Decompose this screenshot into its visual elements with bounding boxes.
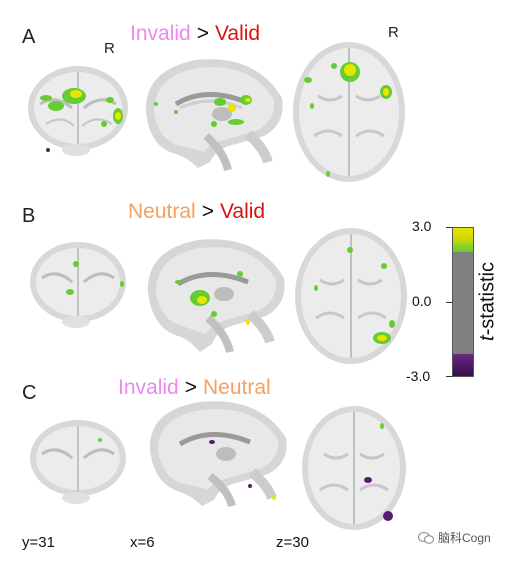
- watermark: 脑科Cogn: [418, 529, 491, 546]
- title-c-left: Invalid: [118, 376, 179, 399]
- colorbar-tick-bottom: [446, 376, 452, 377]
- colorbar-tick-top: [446, 227, 452, 228]
- title-a-right: Valid: [214, 22, 261, 45]
- title-b-right: Valid: [219, 200, 266, 223]
- panel-b-title: Neutral>Valid: [128, 200, 265, 224]
- axial-slice-a: [293, 42, 405, 182]
- sagittal-slice-c: [149, 401, 287, 508]
- panel-letter-a: A: [22, 26, 36, 48]
- panel-a-title: Invalid>Valid: [130, 22, 260, 46]
- colorbar-title: t-statistic: [477, 242, 500, 362]
- chat-bubble-icon: [418, 531, 434, 544]
- colorbar-tick-label-zero: 0.0: [412, 293, 432, 309]
- title-a-left: Invalid: [130, 22, 191, 45]
- colorbar-tick-mid: [446, 302, 452, 303]
- coronal-slice-b: [30, 242, 126, 328]
- sagittal-slice-a: [145, 59, 283, 172]
- panel-c-title: Invalid>Neutral: [118, 376, 271, 400]
- axial-slice-b: [295, 228, 407, 364]
- coord-x: x=6: [130, 534, 155, 551]
- orientation-r-axial: R: [388, 24, 399, 41]
- coord-z: z=30: [276, 534, 309, 551]
- watermark-text: 脑科Cogn: [438, 531, 491, 545]
- coronal-slice-a: [28, 66, 128, 156]
- activation-blobs-coronal-a: [40, 88, 123, 152]
- activation-blobs-axial-b: [314, 247, 395, 344]
- activation-blobs-sagittal-b: [175, 271, 250, 325]
- panel-letter-c: C: [22, 382, 37, 404]
- title-b-gt: >: [201, 200, 214, 223]
- coronal-slice-c: [30, 420, 126, 504]
- activation-blobs-axial-a: [304, 62, 392, 177]
- activation-blobs-axial-c: [364, 423, 393, 521]
- colorbar: [452, 227, 474, 377]
- colorbar-mid-high: [453, 242, 473, 252]
- colorbar-tick-label-min: -3.0: [406, 368, 431, 384]
- colorbar-title-italic: t: [476, 335, 499, 341]
- activation-blobs-sagittal-a: [154, 95, 252, 127]
- colorbar-tick-label-max: 3.0: [412, 218, 432, 234]
- panel-letter-b: B: [22, 205, 36, 227]
- colorbar-title-rest: -statistic: [476, 262, 499, 336]
- title-c-gt: >: [184, 376, 197, 399]
- coord-y: y=31: [22, 534, 55, 551]
- colorbar-neutral: [453, 252, 473, 354]
- sagittal-slice-b: [147, 239, 285, 354]
- colorbar-high: [453, 228, 473, 242]
- activation-blobs-coronal-b: [66, 261, 124, 295]
- activation-blobs-sagittal-c: [209, 440, 276, 500]
- activation-blobs-coronal-c: [98, 438, 102, 442]
- colorbar-low: [453, 354, 473, 376]
- title-a-gt: >: [196, 22, 209, 45]
- title-c-right: Neutral: [202, 376, 271, 399]
- axial-slice-c: [302, 406, 406, 530]
- orientation-r-coronal: R: [104, 40, 115, 57]
- title-b-left: Neutral: [128, 200, 196, 223]
